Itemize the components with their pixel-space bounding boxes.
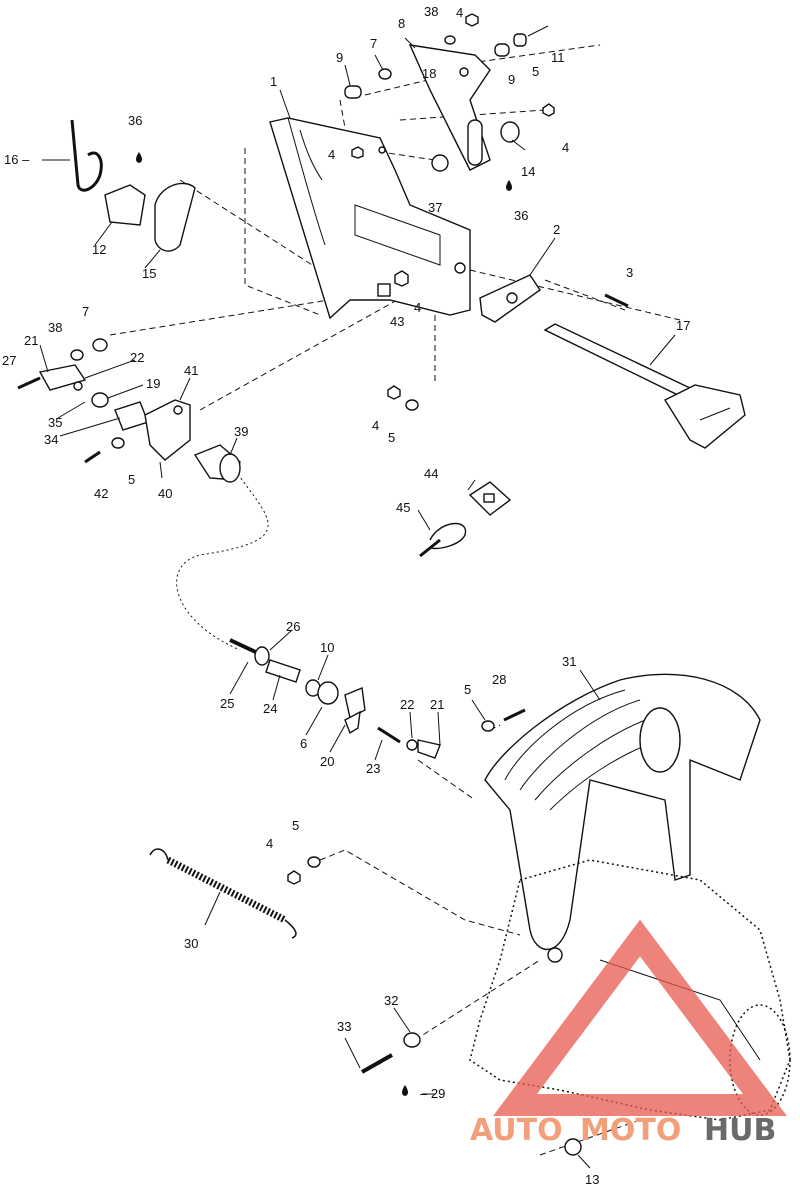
callout-29: – 29 xyxy=(420,1086,445,1101)
callout-44: 44 xyxy=(424,466,438,481)
callout-4-c: 4 xyxy=(562,140,569,155)
callout-34: 34 xyxy=(44,432,58,447)
callout-21-a: 21 xyxy=(24,333,38,348)
callout-33: 33 xyxy=(337,1019,351,1034)
callout-36-a: 36 xyxy=(128,113,142,128)
spring-nut xyxy=(287,870,301,885)
callout-45: 45 xyxy=(396,500,410,515)
part-boot xyxy=(193,444,241,483)
part-clip-and-tie xyxy=(419,481,512,558)
callout-27: 27 xyxy=(2,353,16,368)
watermark-text-moto: MOTO xyxy=(580,1113,681,1148)
watermark: AUTO MOTO HUB xyxy=(470,919,787,1148)
part-reverse-gate xyxy=(484,673,761,963)
callout-24: 24 xyxy=(263,701,277,716)
callout-37: 37 xyxy=(428,200,442,215)
part-hook xyxy=(70,119,103,192)
callout-26: 26 xyxy=(286,619,300,634)
callout-40: 40 xyxy=(158,486,172,501)
callout-13: 13 xyxy=(585,1172,599,1187)
callout-2: 2 xyxy=(553,222,560,237)
callout-23: 23 xyxy=(366,761,380,776)
callout-7-a: 7 xyxy=(370,36,377,51)
assembly-guide-lines xyxy=(109,44,681,1156)
spring-washer xyxy=(307,856,321,868)
callout-5-d: 5 xyxy=(464,682,471,697)
pump-housing-outline xyxy=(469,859,791,1121)
callout-4-e: 4 xyxy=(372,418,379,433)
callout-19: 19 xyxy=(146,376,160,391)
callout-43: 43 xyxy=(390,314,404,329)
callout-4-b: 4 xyxy=(328,147,335,162)
callout-17: 17 xyxy=(676,318,690,333)
callout-30: 30 xyxy=(184,936,198,951)
callout-32: 32 xyxy=(384,993,398,1008)
pump-body-line xyxy=(599,959,761,1061)
callout-8: 8 xyxy=(398,16,405,31)
watermark-text-auto: AUTO xyxy=(470,1113,563,1148)
callout-5-b: 5 xyxy=(388,430,395,445)
callout-12: 12 xyxy=(92,242,106,257)
leader-lines xyxy=(39,37,676,1169)
callout-31: 31 xyxy=(562,654,576,669)
grease-drops xyxy=(136,152,512,1096)
callout-22-b: 22 xyxy=(400,697,414,712)
part-plate xyxy=(479,274,541,323)
part-bolt-3 xyxy=(604,293,629,308)
watermark-text-hub: HUB xyxy=(704,1113,776,1148)
callout-5-e: 5 xyxy=(292,818,299,833)
callout-4-f: 4 xyxy=(266,836,273,851)
callout-7-b: 7 xyxy=(82,304,89,319)
callout-18: 18 xyxy=(422,66,436,81)
callout-38-a: 38 xyxy=(424,4,438,19)
watermark-logo-icon xyxy=(493,919,787,1116)
callout-9-b: 9 xyxy=(508,72,515,87)
part-spring xyxy=(149,848,297,939)
callout-1: 1 xyxy=(270,74,277,89)
callout-10: 10 xyxy=(320,640,334,655)
callout-39: 39 xyxy=(234,424,248,439)
callout-41: 41 xyxy=(184,363,198,378)
callout-9-a: 9 xyxy=(336,50,343,65)
callout-6: 6 xyxy=(300,736,307,751)
part-bushing xyxy=(564,1138,582,1156)
callout-25: 25 xyxy=(220,696,234,711)
callout-5-a: 5 xyxy=(532,64,539,79)
callout-16: 16 – xyxy=(4,152,30,167)
part-lever-plate xyxy=(408,44,491,171)
throttle-cable xyxy=(176,469,269,651)
callout-14: 14 xyxy=(521,164,535,179)
callout-22-a: 22 xyxy=(130,350,144,365)
part-lever xyxy=(543,323,746,449)
callout-3: 3 xyxy=(626,265,633,280)
callout-5-c: 5 xyxy=(128,472,135,487)
callout-28: 28 xyxy=(492,672,506,687)
callout-11: 11 xyxy=(551,50,565,65)
part-bolt-and-washer xyxy=(361,1032,421,1074)
part-clip-and-cover xyxy=(104,182,196,252)
part-cable-end-group xyxy=(229,638,526,759)
callout-35: 35 xyxy=(48,415,62,430)
mid-hardware xyxy=(387,385,419,411)
callout-21-b: 21 xyxy=(430,697,444,712)
top-hardware xyxy=(344,13,555,297)
callout-4-a: 4 xyxy=(456,5,463,20)
callout-42: 42 xyxy=(94,486,108,501)
callout-38-b: 38 xyxy=(48,320,62,335)
callout-15: 15 xyxy=(142,266,156,281)
part-bracket xyxy=(269,117,471,320)
part-linkage-group xyxy=(17,338,191,464)
callout-36-b: 36 xyxy=(514,208,528,223)
callout-20: 20 xyxy=(320,754,334,769)
callout-4-d: 4 xyxy=(414,300,421,315)
